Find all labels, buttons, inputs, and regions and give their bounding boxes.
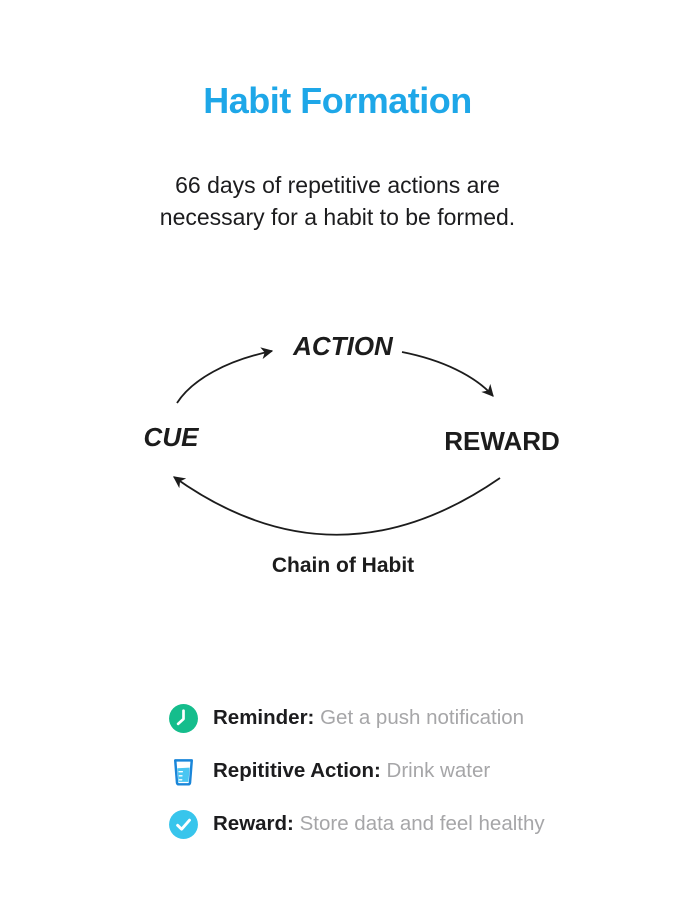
legend-value-reward: Store data and feel healthy: [299, 812, 545, 835]
check-circle-icon: [169, 809, 198, 839]
arrow-action-to-reward: [401, 351, 494, 397]
subtitle-line-1: 66 days of repetitive actions are: [175, 172, 500, 198]
legend-text: Reminder: Get a push notification: [213, 706, 524, 730]
legend-value-repetitive-action: Drink water: [386, 759, 491, 782]
habit-cycle-diagram: ACTION CUE REWARD Chain of Habit: [144, 331, 560, 577]
clock-icon: [169, 703, 198, 733]
node-action: ACTION: [292, 331, 394, 361]
subtitle-line-2: necessary for a habit to be formed.: [159, 204, 516, 230]
legend-label-repetitive-action: Repititive Action:: [213, 759, 381, 782]
node-cue: CUE: [144, 422, 200, 452]
legend-item-reminder: Reminder: Get a push notification: [168, 702, 545, 734]
legend-text: Repititive Action: Drink water: [213, 759, 490, 783]
node-reward: REWARD: [444, 426, 560, 456]
legend-item-reward: Reward: Store data and feel healthy: [168, 808, 545, 840]
legend-label-reward: Reward:: [213, 812, 294, 835]
legend-item-repetitive-action: Repititive Action: Drink water: [168, 755, 545, 787]
cycle-caption: Chain of Habit: [272, 554, 414, 577]
water-glass-icon: [173, 758, 194, 786]
legend: Reminder: Get a push notification Repiti…: [168, 702, 545, 840]
arrow-cue-to-action: [176, 347, 274, 404]
arrow-reward-to-cue: [173, 476, 501, 536]
subtitle: 66 days of repetitive actions are necessa…: [0, 169, 675, 233]
legend-label-reminder: Reminder:: [213, 706, 315, 729]
page-title: Habit Formation: [203, 80, 472, 121]
legend-value-reminder: Get a push notification: [320, 706, 525, 729]
legend-text: Reward: Store data and feel healthy: [213, 812, 545, 836]
